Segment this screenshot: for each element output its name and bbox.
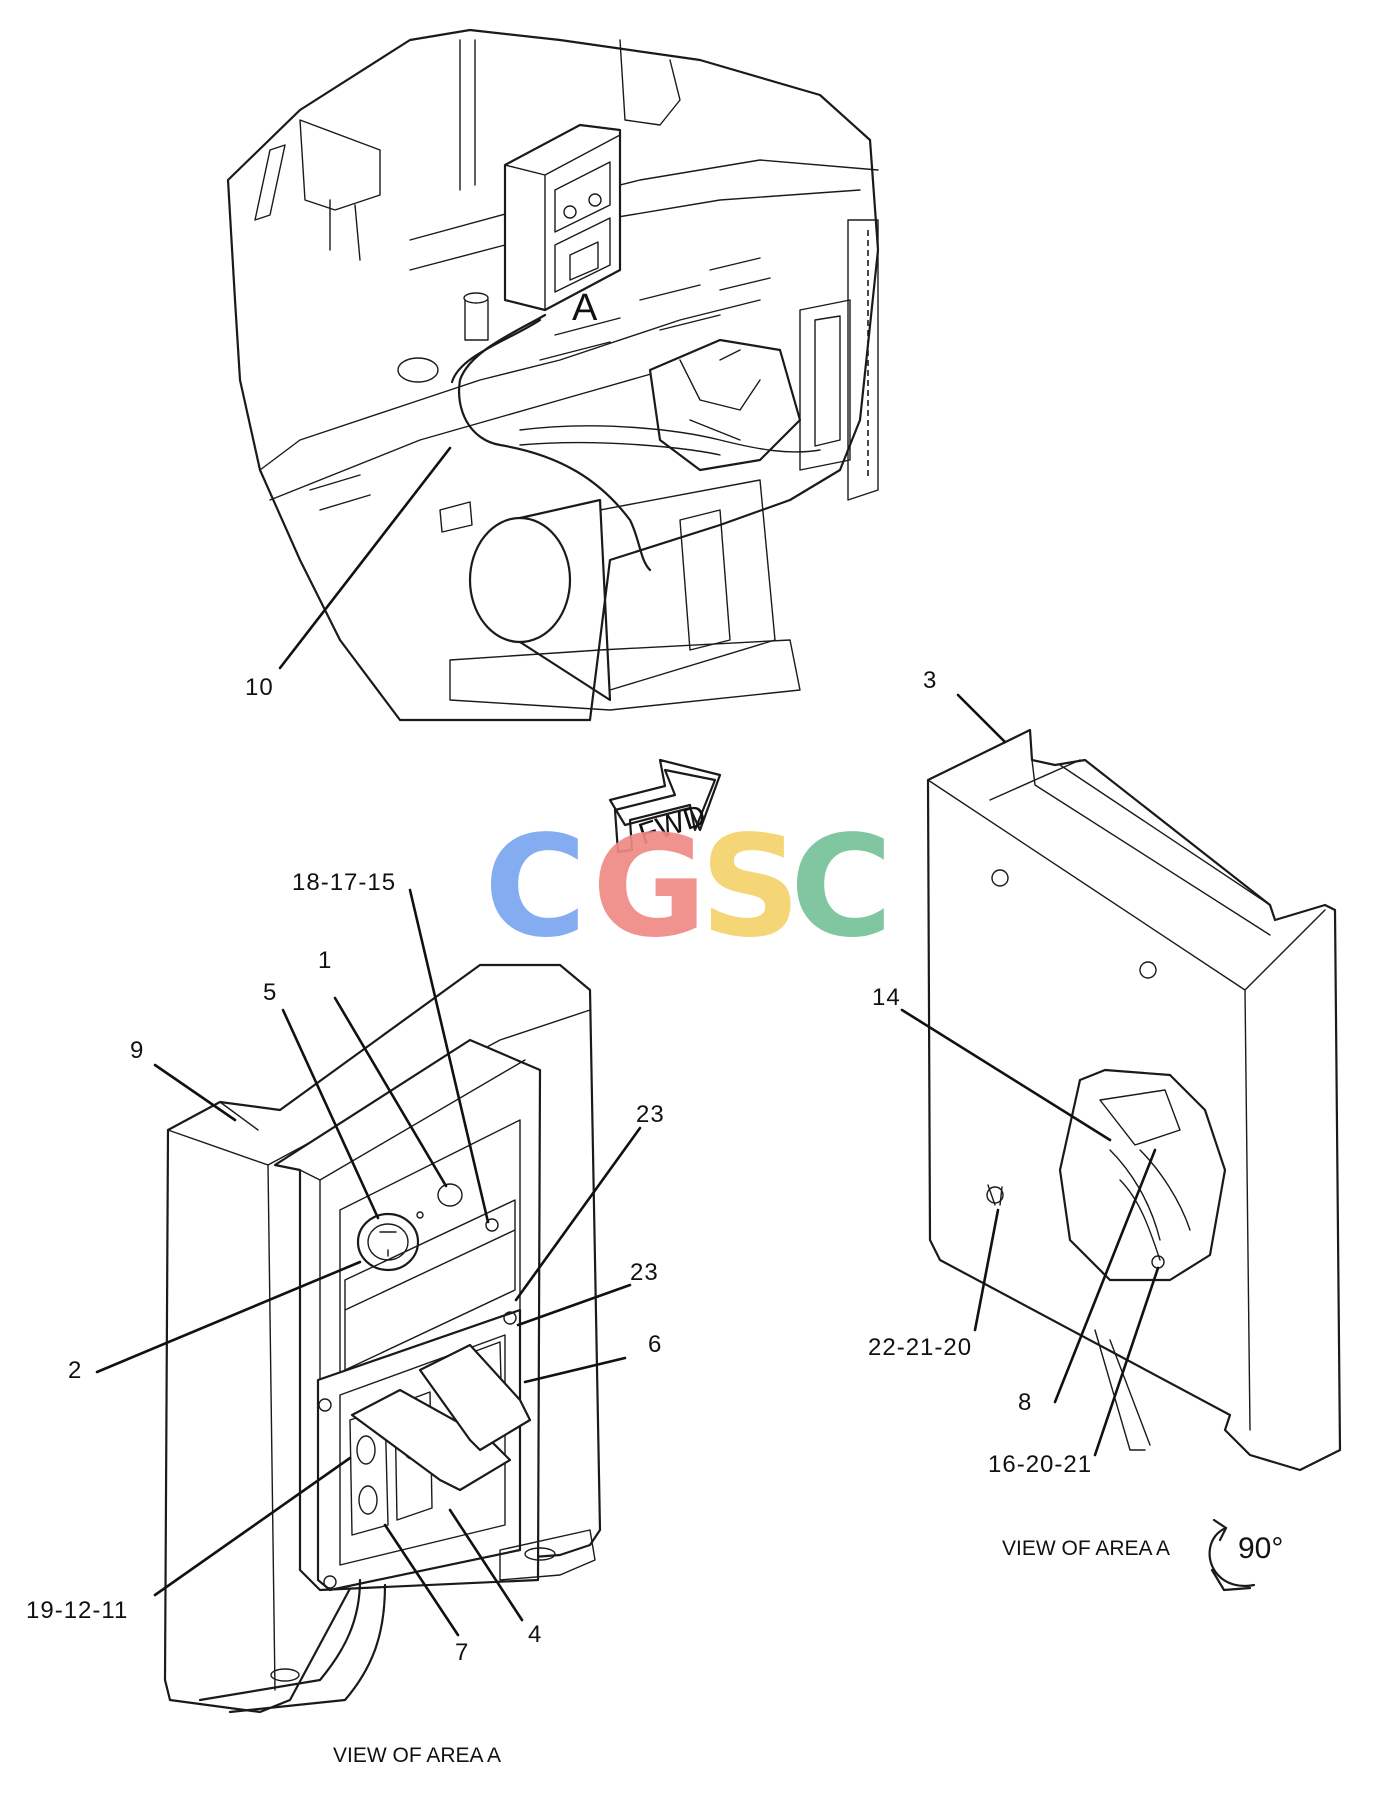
caption-view-of-area-a-left: VIEW OF AREA A (333, 1744, 501, 1767)
callout-14: 14 (872, 984, 901, 1011)
callout-9: 9 (130, 1037, 144, 1064)
callout-18-17-15: 18-17-15 (292, 869, 396, 896)
machine-assembly-drawing (226, 28, 880, 722)
area-a-marker: A (572, 287, 598, 329)
leader-lines (95, 446, 1160, 1637)
callout-2: 2 (68, 1357, 82, 1384)
enclosure-front-view-drawing (163, 963, 602, 1714)
callout-5: 5 (263, 979, 277, 1006)
callout-7: 7 (455, 1639, 469, 1666)
callout-6: 6 (648, 1331, 662, 1358)
callout-1: 1 (318, 947, 332, 974)
rotation-label: 90° (1238, 1532, 1283, 1565)
callout-16-20-21: 16-20-21 (988, 1451, 1092, 1478)
callout-8: 8 (1018, 1389, 1032, 1416)
callout-19-12-11: 19-12-11 (26, 1597, 128, 1624)
rotate-90-icon (1208, 1518, 1256, 1592)
callout-3: 3 (923, 667, 937, 694)
callout-22-21-20: 22-21-20 (868, 1334, 972, 1361)
fwd-arrow (608, 758, 722, 854)
callout-10: 10 (245, 674, 274, 701)
caption-view-of-area-a-right: VIEW OF AREA A (1002, 1537, 1170, 1560)
callout-23-upper: 23 (636, 1101, 665, 1128)
callout-23-lower: 23 (630, 1259, 659, 1286)
cgsc-watermark-logo: C G S C (484, 806, 893, 969)
watermark-letter-s: S (700, 806, 801, 969)
enclosure-rear-view-drawing (926, 728, 1342, 1472)
watermark-letter-c2: C (790, 806, 893, 969)
watermark-letter-g: G (592, 806, 707, 969)
watermark-letter-c1: C (484, 806, 587, 969)
callout-4: 4 (528, 1621, 542, 1648)
